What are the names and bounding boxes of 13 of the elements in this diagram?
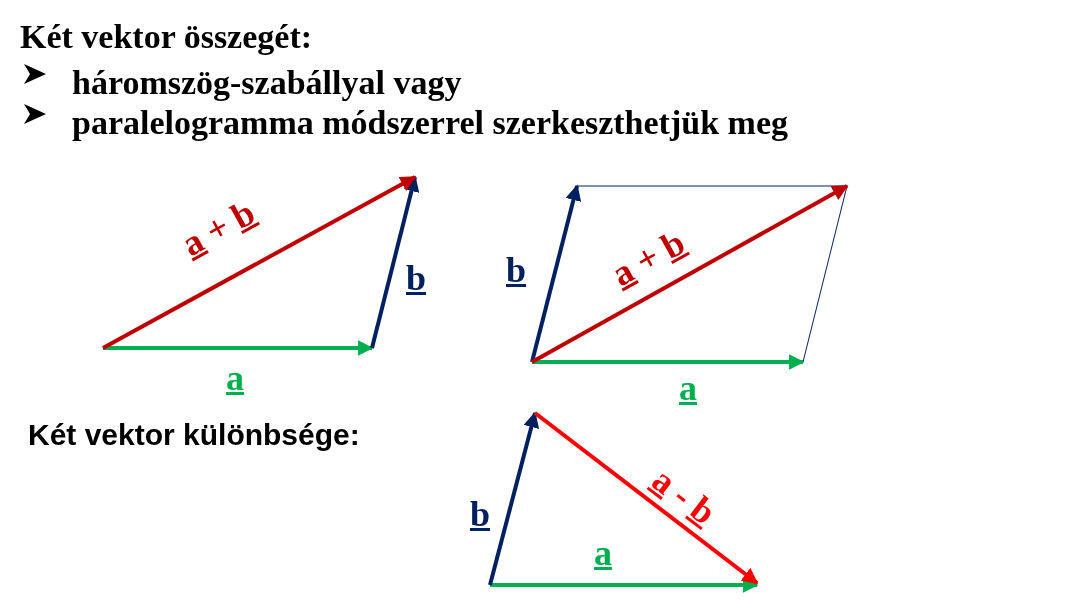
vector-label: a + b: [606, 223, 691, 293]
vector-label: a - b: [646, 461, 722, 531]
subheading: Két vektor különbsége:: [28, 420, 360, 450]
vector-label: b: [470, 496, 491, 532]
vector-label: a: [679, 370, 697, 406]
vector-label: a: [226, 360, 244, 396]
vector-label: a + b: [176, 193, 261, 263]
bullet-text: háromszög-szabállyal vagy: [72, 66, 462, 100]
vector-label: b: [506, 252, 527, 288]
vector-label: a: [594, 535, 612, 571]
vector-label: b: [406, 260, 427, 296]
heading: Két vektor összegét:: [20, 20, 313, 54]
bullet-text: paralelogramma módszerrel szerkeszthetjük meg: [72, 106, 788, 140]
